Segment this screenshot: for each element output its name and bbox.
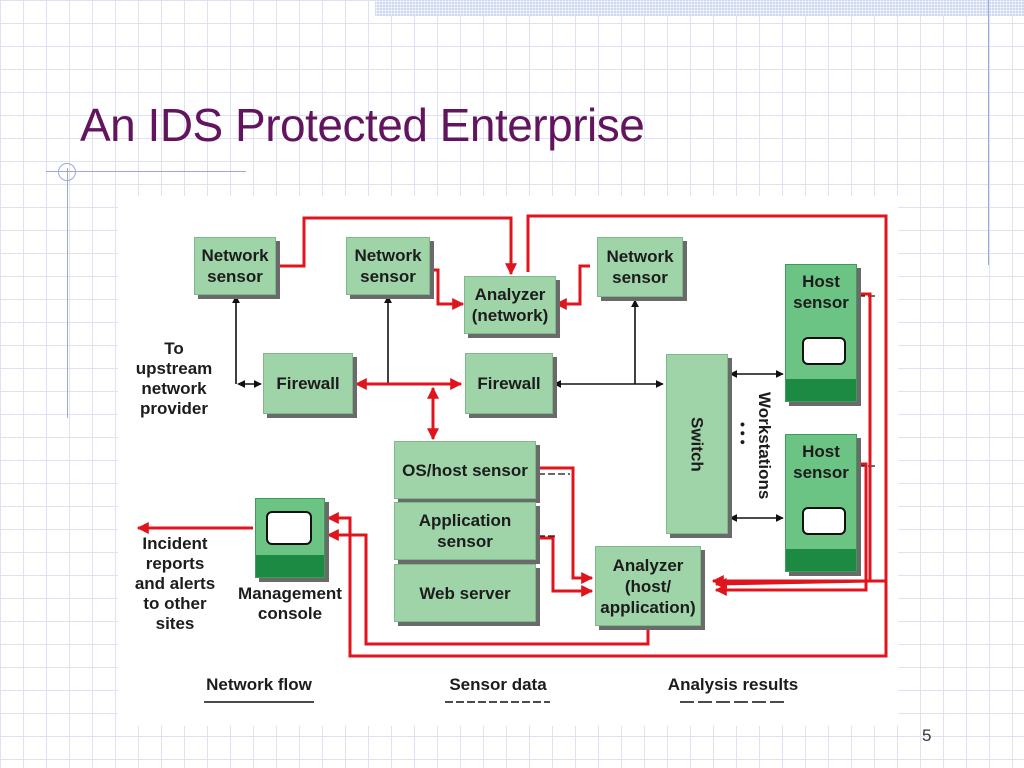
management-console-label: Management console (238, 584, 342, 623)
page-number: 5 (922, 726, 932, 745)
workstations-label: Workstations (755, 392, 774, 500)
firewall-node: Firewall (263, 353, 353, 414)
network-sensor-node: Network sensor (346, 237, 430, 295)
application-sensor-node: Application sensor (394, 502, 536, 560)
ids-enterprise-diagram: Network sensor Network sensor Network se… (118, 196, 898, 726)
left-decor-line (67, 168, 68, 418)
diagram-connections (136, 214, 888, 703)
network-flow-lines (232, 295, 784, 522)
host-sensor-node: Host sensor (785, 434, 857, 572)
switch-node: Switch (666, 354, 728, 534)
legend-network-flow: Network flow (206, 675, 312, 694)
title-underline (46, 171, 246, 172)
legend-analysis-results: Analysis results (667, 675, 799, 694)
workstation-screen-icon (802, 337, 846, 365)
decor-circle (58, 163, 76, 181)
workstation-base (786, 549, 856, 571)
right-decor-line (988, 0, 989, 265)
network-sensor-node: Network sensor (194, 237, 276, 295)
host-sensor-node: Host sensor (785, 264, 857, 402)
management-console-icon (255, 498, 325, 578)
legend-sensor-data: Sensor data (449, 675, 547, 694)
network-sensor-node: Network sensor (597, 237, 683, 297)
host-sensor-label: Host sensor (793, 442, 849, 482)
workstation-base (786, 379, 856, 401)
slide-title: An IDS Protected Enterprise (80, 99, 645, 151)
console-base (256, 555, 324, 577)
workstation-screen-icon (802, 507, 846, 535)
network-analyzer-node: Analyzer (network) (464, 276, 556, 334)
top-decor-band (375, 0, 1024, 16)
host-application-analyzer-node: Analyzer (host/ application) (595, 546, 701, 626)
host-sensor-label: Host sensor (793, 272, 849, 312)
analysis-result-lines (136, 214, 888, 658)
upstream-label: To upstream network provider (135, 339, 213, 418)
switch-label: Switch (687, 416, 707, 472)
incident-reports-label: Incident reports and alerts to other sit… (134, 534, 216, 633)
firewall-node: Firewall (465, 353, 553, 414)
workstation-dots: • • • (735, 422, 751, 445)
os-host-sensor-node: OS/host sensor (394, 441, 536, 499)
console-screen-icon (266, 511, 312, 545)
web-server-node: Web server (394, 564, 536, 622)
